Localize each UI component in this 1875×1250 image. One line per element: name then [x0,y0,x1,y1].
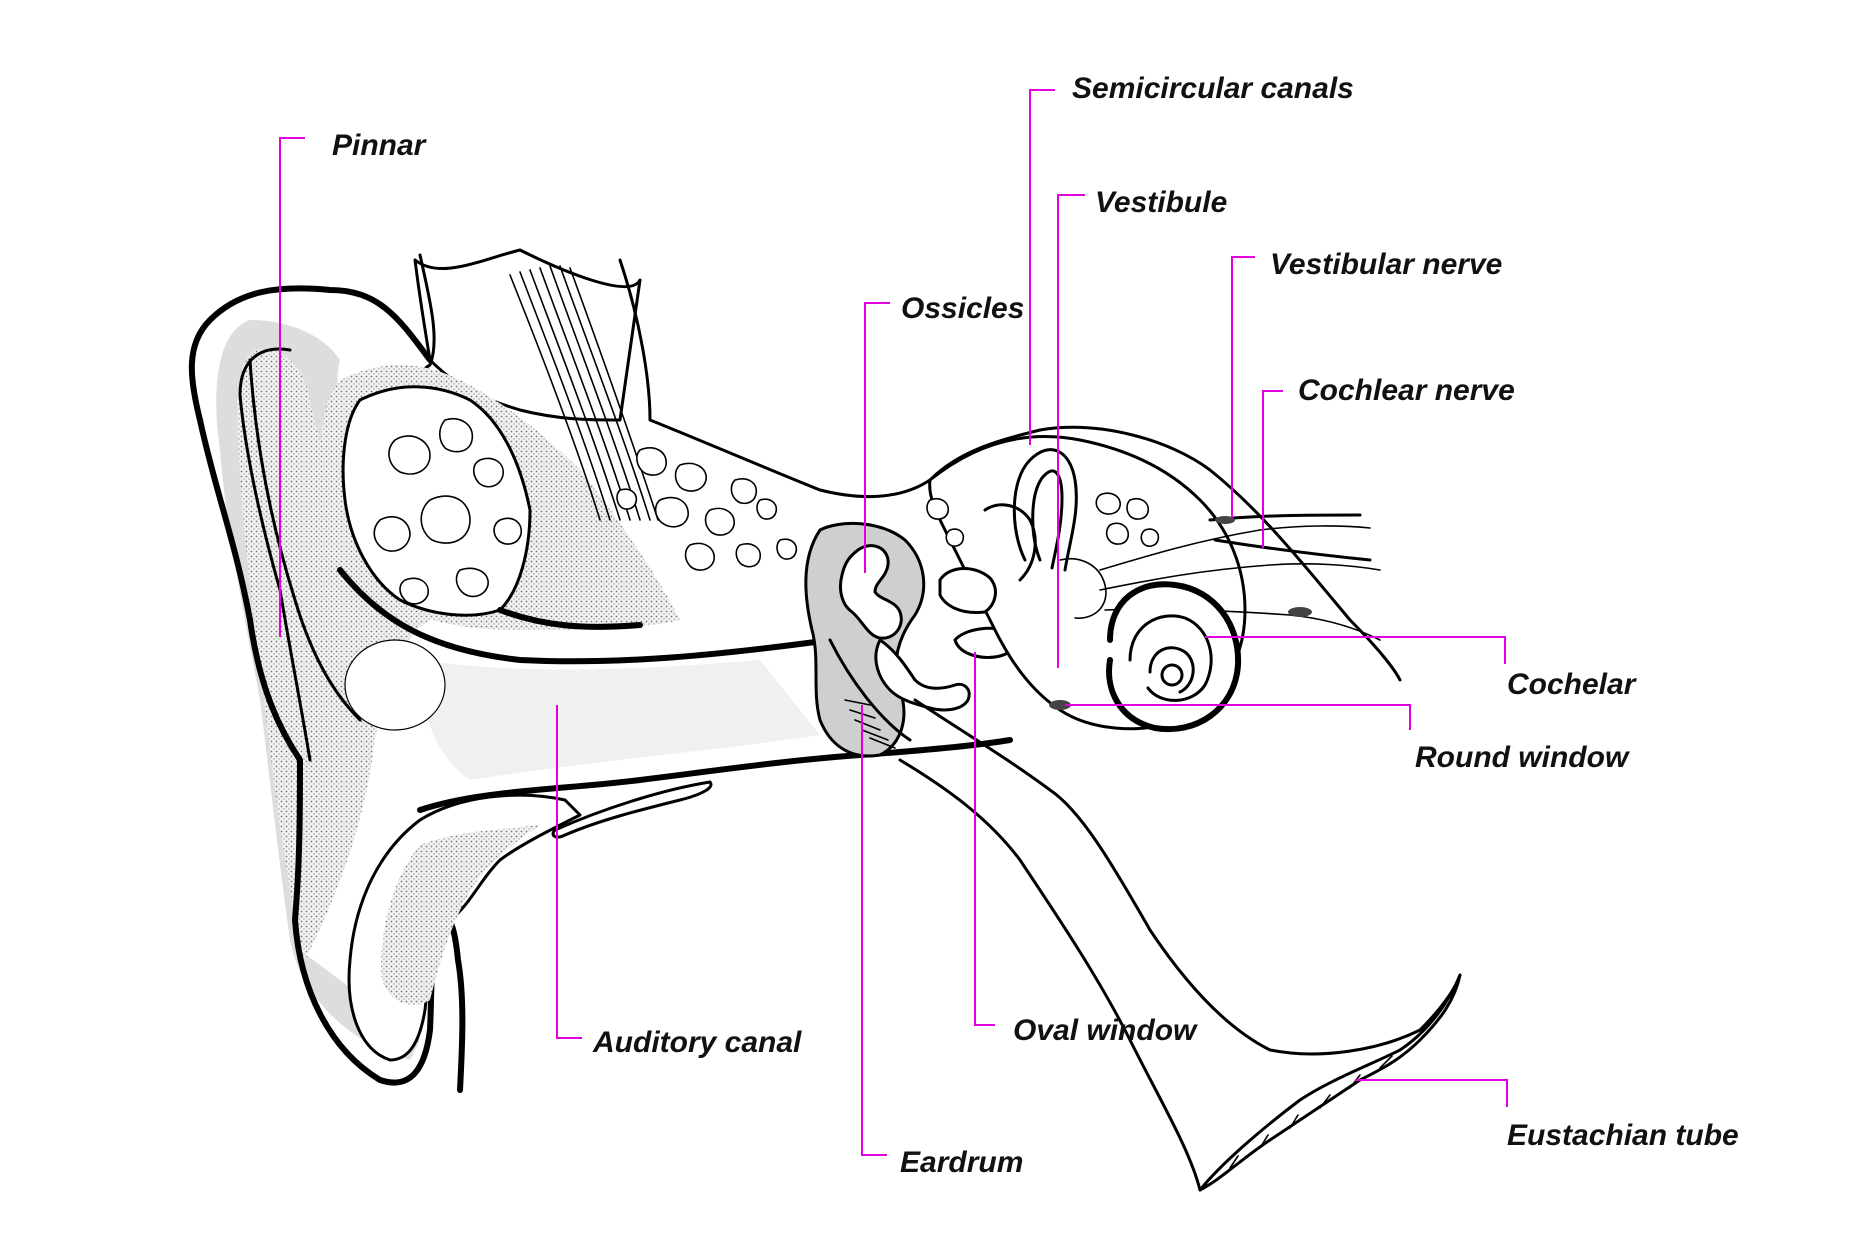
leader-cochlear-nerve [1262,390,1283,548]
canal-floor-fold [551,780,713,839]
vestibule-body [1059,558,1107,619]
label-cochelar: Cochelar [1507,668,1638,701]
leader-ossicles [864,302,890,573]
eustachian-tube-folds [1229,1055,1393,1169]
leader-semicircular-canals [1029,89,1055,445]
concha-lobe-dots [381,825,540,1005]
canal-opening-highlight [344,639,446,731]
semicircular-canal-lateral [938,567,997,615]
semicircular-canal-posterior [983,503,1037,582]
label-eustachian-tube: Eustachian tube [1507,1119,1739,1152]
label-cochlear-nerve: Cochlear nerve [1298,374,1515,407]
ossicles [838,544,903,640]
leader-eustachian-tube [1355,1079,1508,1107]
pinna-inner-fold [238,347,312,762]
cochlea [1106,581,1242,733]
leader-pinnar [279,137,305,637]
vestibular-nerve-cut [1215,516,1235,524]
leader-vestibule [1057,194,1085,668]
label-vestibular-nerve: Vestibular nerve [1270,248,1502,281]
label-auditory-canal: Auditory canal [592,1026,802,1059]
mastoid-air-cells [373,418,522,605]
bone-right-edge [618,258,1042,498]
label-round-window: Round window [1415,741,1630,774]
leader-vestibular-nerve [1231,256,1255,518]
eardrum [828,638,912,742]
label-eardrum: Eardrum [900,1146,1023,1179]
label-oval-window: Oval window [1013,1014,1198,1047]
pinna-dotted-shading [237,349,430,960]
canal-bony-roof [497,607,643,630]
label-vestibule: Vestibule [1095,186,1227,219]
round-window-marker [1049,700,1071,710]
inner-ear-bone-cells [926,492,1160,547]
auditory-canal-upper-wall [337,567,833,665]
nerve-fiber-2 [1099,563,1381,591]
temporal-bone [413,248,642,422]
semicircular-canal-superior [1012,448,1078,572]
inner-ear-bony-boundary [1038,425,1402,682]
ear-illustration [188,248,1462,1192]
eustachian-tube-upper [913,698,1462,1056]
nerve-fiber-1 [1099,525,1371,571]
eustachian-tube-opening [1198,973,1462,1192]
leader-lines [279,89,1508,1156]
eustachian-tube-lower [898,758,1202,1192]
incus-stapes [874,638,971,712]
muscle-striations [509,265,659,521]
leader-eardrum [861,705,887,1156]
labels: Pinnar Semicircular canals Vestibule Ves… [332,72,1739,1179]
auditory-canal-lower-wall [417,737,1013,813]
leader-auditory-canal [556,705,582,1039]
leader-oval-window [974,652,995,1026]
leader-cochelar [1205,636,1506,664]
leader-round-window [1065,704,1411,730]
antihelix-fold [248,358,362,722]
label-ossicles: Ossicles [901,292,1024,325]
label-semicircular-canals: Semicircular canals [1072,72,1354,105]
petrous-bone-cells [616,447,798,571]
cochlear-nerve-cut [1288,607,1312,617]
label-pinnar: Pinnar [332,129,428,162]
auditory-canal-shade [420,660,820,780]
